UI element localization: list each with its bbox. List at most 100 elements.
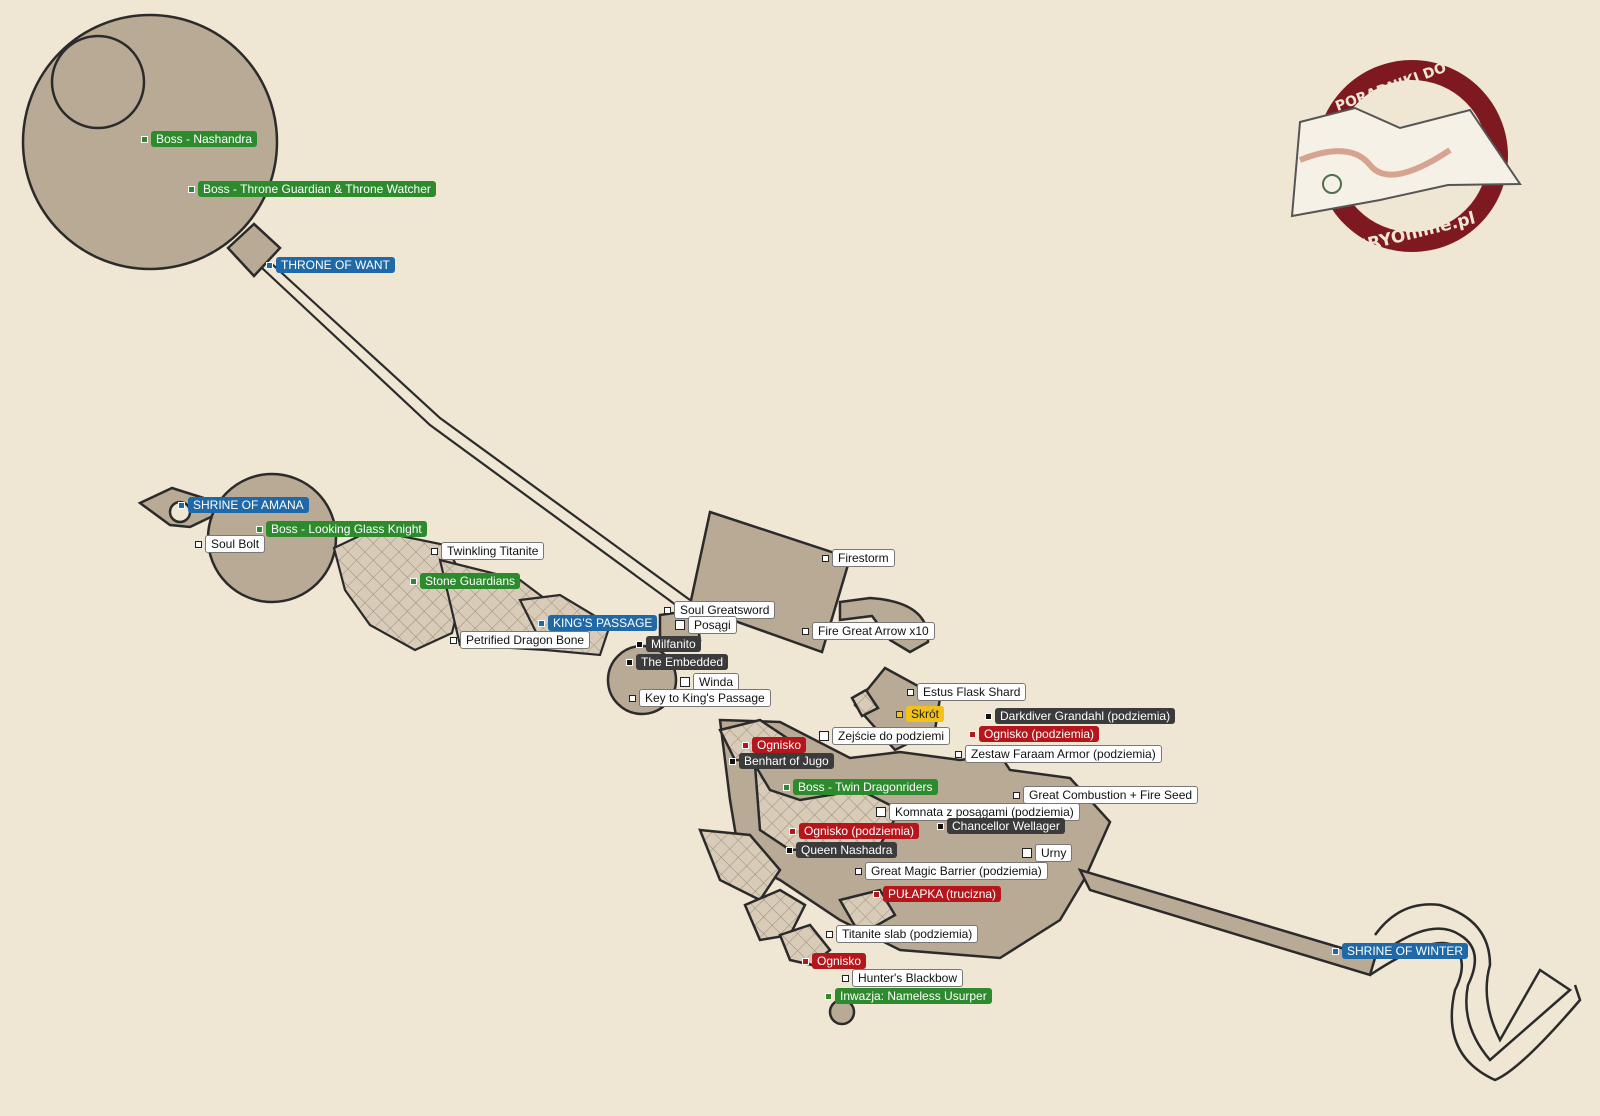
marker-great-magic-barrier[interactable]: Great Magic Barrier (podziemia): [855, 862, 1048, 880]
marker-square-icon: [675, 620, 685, 630]
marker-square-icon: [876, 807, 886, 817]
marker-label: Firestorm: [832, 549, 895, 567]
marker-square-icon: [742, 741, 749, 749]
marker-label: THRONE OF WANT: [276, 257, 395, 273]
marker-fire-great-arrow[interactable]: Fire Great Arrow x10: [802, 622, 935, 640]
marker-firestorm[interactable]: Firestorm: [822, 549, 895, 567]
marker-square-icon: [680, 677, 690, 687]
marker-square-icon: [783, 783, 790, 791]
marker-label: Ognisko: [812, 953, 867, 969]
marker-estus-flask-shard[interactable]: Estus Flask Shard: [907, 683, 1027, 701]
marker-ognisko-1[interactable]: Ognisko: [742, 737, 807, 753]
marker-skrot[interactable]: Skrót: [896, 706, 945, 722]
marker-winda[interactable]: Winda: [680, 673, 740, 691]
marker-soul-bolt[interactable]: Soul Bolt: [195, 535, 266, 553]
marker-ognisko-2[interactable]: Ognisko: [802, 953, 867, 969]
throne-corridor: [261, 263, 691, 609]
marker-label: The Embedded: [636, 654, 729, 670]
marker-label: Milfanito: [646, 636, 701, 652]
marker-benhart-of-jugo[interactable]: Benhart of Jugo: [729, 753, 834, 769]
marker-square-icon: [826, 930, 833, 938]
marker-shrine-of-amana[interactable]: SHRINE OF AMANA: [178, 497, 309, 513]
marker-square-icon: [802, 627, 809, 635]
marker-boss-looking-glass-knight[interactable]: Boss - Looking Glass Knight: [256, 521, 427, 537]
marker-square-icon: [855, 867, 862, 875]
marker-label: Boss - Twin Dragonriders: [793, 779, 938, 795]
marker-urny[interactable]: Urny: [1022, 844, 1073, 862]
marker-square-icon: [626, 658, 633, 666]
marker-ognisko-podziemia-2[interactable]: Ognisko (podziemia): [789, 823, 920, 839]
marker-square-icon: [825, 992, 832, 1000]
marker-label: Soul Bolt: [205, 535, 266, 553]
marker-square-icon: [266, 261, 273, 269]
marker-label: Boss - Looking Glass Knight: [266, 521, 427, 537]
marker-ognisko-podziemia-1[interactable]: Ognisko (podziemia): [969, 726, 1100, 742]
marker-label: Ognisko: [752, 737, 807, 753]
marker-boss-throne-guardian[interactable]: Boss - Throne Guardian & Throne Watcher: [188, 181, 436, 197]
marker-label: Great Magic Barrier (podziemia): [865, 862, 1048, 880]
marker-key-to-kings-passage[interactable]: Key to King's Passage: [629, 689, 771, 707]
marker-stone-guardians[interactable]: Stone Guardians: [410, 573, 521, 589]
marker-boss-nashandra[interactable]: Boss - Nashandra: [141, 131, 258, 147]
marker-label: Petrified Dragon Bone: [460, 631, 591, 649]
marker-boss-twin-dragonriders[interactable]: Boss - Twin Dragonriders: [783, 779, 938, 795]
winter-path: [1369, 903, 1582, 1082]
marker-label: Chancellor Wellager: [947, 818, 1065, 834]
marker-label: Boss - Throne Guardian & Throne Watcher: [198, 181, 436, 197]
marker-shrine-of-winter[interactable]: SHRINE OF WINTER: [1332, 943, 1468, 959]
marker-square-icon: [664, 606, 671, 614]
marker-square-icon: [802, 957, 809, 965]
marker-twinkling-titanite[interactable]: Twinkling Titanite: [431, 542, 545, 560]
marker-kings-passage[interactable]: KING'S PASSAGE: [538, 615, 658, 631]
marker-label: PUŁAPKA (trucizna): [883, 886, 1002, 902]
marker-square-icon: [969, 730, 976, 738]
marker-petrified-dragon-bone[interactable]: Petrified Dragon Bone: [450, 631, 591, 649]
marker-label: Boss - Nashandra: [151, 131, 258, 147]
marker-faraam-armor[interactable]: Zestaw Faraam Armor (podziemia): [955, 745, 1162, 763]
marker-great-combustion[interactable]: Great Combustion + Fire Seed: [1013, 786, 1199, 804]
marker-square-icon: [729, 757, 736, 765]
marker-darkdiver-grandahl[interactable]: Darkdiver Grandahl (podziemia): [985, 708, 1176, 724]
marker-chancellor-wellager[interactable]: Chancellor Wellager: [937, 818, 1065, 834]
marker-square-icon: [188, 185, 195, 193]
gryonline-logo: [1290, 60, 1522, 252]
marker-label: Darkdiver Grandahl (podziemia): [995, 708, 1176, 724]
marker-inwazja-nameless-usurper[interactable]: Inwazja: Nameless Usurper: [825, 988, 992, 1004]
marker-throne-of-want[interactable]: THRONE OF WANT: [266, 257, 395, 273]
marker-label: Ognisko (podziemia): [799, 823, 920, 839]
marker-hunters-blackbow[interactable]: Hunter's Blackbow: [842, 969, 963, 987]
marker-milfanito[interactable]: Milfanito: [636, 636, 701, 652]
marker-square-icon: [819, 731, 829, 741]
marker-label: Estus Flask Shard: [917, 683, 1027, 701]
winter-corridor: [1077, 867, 1377, 977]
marker-titanite-slab[interactable]: Titanite slab (podziemia): [826, 925, 979, 943]
marker-label: Urny: [1035, 844, 1073, 862]
marker-the-embedded[interactable]: The Embedded: [626, 654, 729, 670]
marker-posagi[interactable]: Posągi: [675, 616, 737, 634]
marker-label: Zestaw Faraam Armor (podziemia): [965, 745, 1162, 763]
marker-label: Winda: [693, 673, 740, 691]
marker-square-icon: [842, 974, 849, 982]
marker-square-icon: [822, 554, 829, 562]
marker-square-icon: [431, 547, 438, 555]
marker-label: Twinkling Titanite: [441, 542, 545, 560]
marker-square-icon: [955, 750, 962, 758]
marker-square-icon: [1332, 947, 1339, 955]
marker-label: SHRINE OF AMANA: [188, 497, 309, 513]
marker-square-icon: [141, 135, 148, 143]
marker-square-icon: [907, 688, 914, 696]
marker-zejscie-do-podziemi[interactable]: Zejście do podziemi: [819, 727, 951, 745]
marker-pulapka-trucizna[interactable]: PUŁAPKA (trucizna): [873, 886, 1002, 902]
marker-label: Benhart of Jugo: [739, 753, 834, 769]
marker-label: Queen Nashadra: [796, 842, 898, 858]
marker-label: Inwazja: Nameless Usurper: [835, 988, 992, 1004]
marker-label: Zejście do podziemi: [832, 727, 951, 745]
marker-queen-nashadra[interactable]: Queen Nashadra: [786, 842, 898, 858]
marker-square-icon: [195, 540, 202, 548]
marker-square-icon: [636, 640, 643, 648]
marker-label: Fire Great Arrow x10: [812, 622, 935, 640]
marker-label: Hunter's Blackbow: [852, 969, 963, 987]
marker-label: Posągi: [688, 616, 737, 634]
marker-square-icon: [786, 846, 793, 854]
marker-label: Skrót: [906, 706, 945, 722]
